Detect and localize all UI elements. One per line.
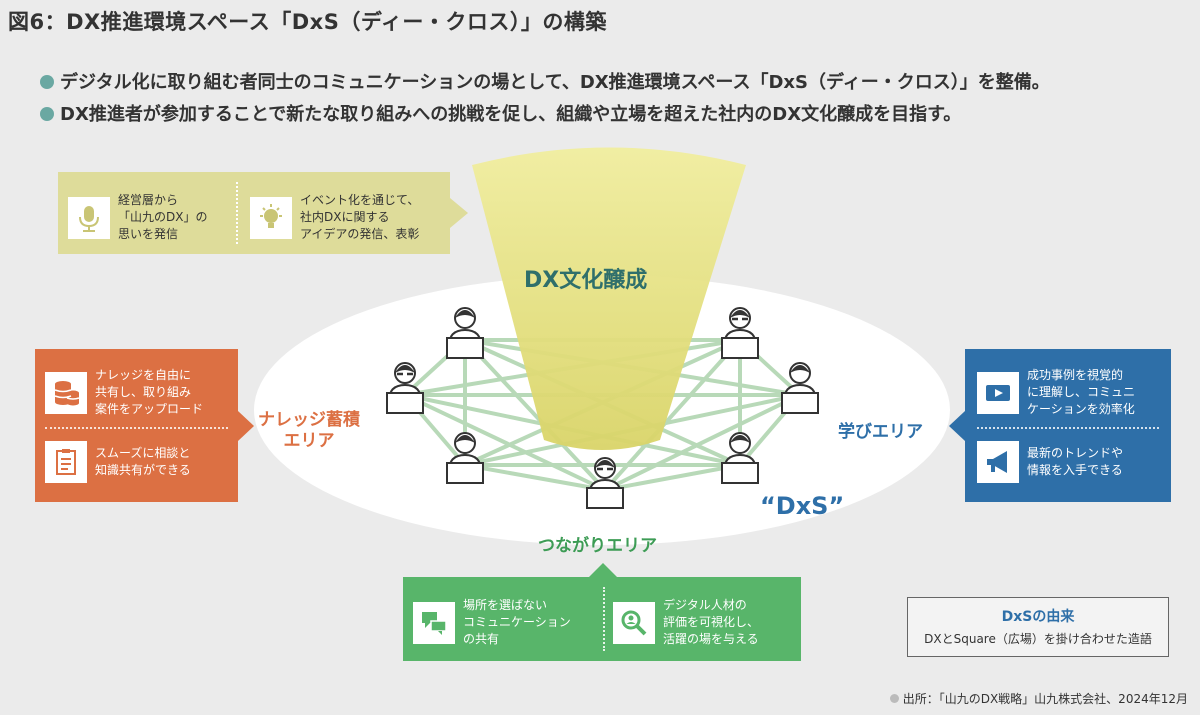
- bottom-panel-item-2: デジタル人材の 評価を可視化し、 活躍の場を与える: [613, 597, 759, 648]
- bottom-panel-text-1: 場所を選ばない コミュニケーション の共有: [463, 598, 571, 646]
- network-line: [464, 463, 606, 492]
- person-icon: [446, 307, 484, 359]
- bullet-dot: [40, 75, 54, 89]
- bullet-dot: [40, 107, 54, 121]
- left-panel-text-2: スムーズに相談と 知識共有ができる: [95, 446, 191, 477]
- left-panel-item-1: ナレッジを自由に 共有し、取り組み 案件をアップロード: [45, 367, 203, 418]
- bottom-panel: 場所を選ばない コミュニケーション の共有 デジタル人材の 評価を可視化し、 活…: [403, 563, 801, 661]
- top-panel-divider: [236, 182, 238, 244]
- right-panel-text-2: 最新のトレンドや 情報を入手できる: [1027, 446, 1124, 477]
- source-note: 出所：「山九のDX戦略」山九株式会社、2024年12月: [889, 690, 1188, 707]
- bullet-text-2: DX推進者が参加することで新たな取り組みへの挑戦を促し、組織や立場を超えた社内の…: [60, 104, 962, 125]
- network-line: [404, 393, 606, 492]
- bottom-panel-divider: [603, 587, 605, 651]
- top-panel-text-1: 経営層から 「山九のDX」の 思いを発信: [118, 193, 208, 241]
- network-line: [603, 338, 742, 492]
- right-panel-item-1: 成功事例を視覚的 に理解し、コミュニ ケーションを効率化: [977, 367, 1135, 418]
- top-panel-item-2: イベント化を通じて、 社内DXに関する アイデアの発信、表彰: [250, 192, 419, 243]
- right-panel: 成功事例を視覚的 に理解し、コミュニ ケーションを効率化 最新のトレンドや 情報…: [949, 349, 1171, 502]
- person-icon: [721, 432, 759, 484]
- person-icon: [446, 432, 484, 484]
- person-icon: [586, 457, 624, 509]
- right-panel-text-1: 成功事例を視覚的 に理解し、コミュニ ケーションを効率化: [1027, 368, 1136, 416]
- knowledge-area-label: ナレッジ蓄積 エリア: [258, 410, 360, 451]
- top-panel-pointer: [450, 198, 468, 228]
- network-line: [604, 393, 801, 492]
- origin-note-box: DxSの由来 DXとSquare（広場）を掛け合わせた造語: [907, 597, 1169, 657]
- left-panel-item-2: スムーズに相談と 知識共有ができる: [45, 441, 191, 483]
- bottom-panel-item-1: 場所を選ばない コミュニケーション の共有: [413, 597, 571, 648]
- megaphone-icon: [977, 441, 1019, 483]
- bullet-item-1: デジタル化に取り組む者同士のコミュニケーションの場として、DX推進環境スペース「…: [40, 68, 1050, 94]
- chat-bubbles-icon: [413, 601, 455, 644]
- person-icon: [721, 307, 759, 359]
- learning-area-label: 学びエリア: [838, 422, 923, 442]
- left-panel: ナレッジを自由に 共有し、取り組み 案件をアップロード スムーズに相談と 知識共…: [35, 349, 254, 502]
- culture-label: DX文化醸成: [524, 268, 648, 293]
- right-panel-item-2: 最新のトレンドや 情報を入手できる: [977, 441, 1123, 483]
- dxs-name-label: “DxS”: [760, 492, 845, 520]
- person-icon: [386, 362, 424, 414]
- clipboard-icon: [45, 441, 87, 483]
- bullet-text-1: デジタル化に取り組む者同士のコミュニケーションの場として、DX推進環境スペース「…: [60, 72, 1050, 93]
- lightbulb-icon: [250, 196, 292, 239]
- people-group: [386, 307, 819, 509]
- origin-body: DXとSquare（広場）を掛け合わせた造語: [924, 632, 1152, 646]
- origin-heading: DxSの由来: [1001, 609, 1075, 625]
- culture-cone: [472, 147, 746, 450]
- video-play-icon: [977, 371, 1019, 414]
- left-panel-divider: [45, 427, 228, 429]
- top-panel: 経営層から 「山九のDX」の 思いを発信 イベント化を通じて、 社内DXに関する…: [58, 172, 468, 254]
- magnifier-icon: [613, 601, 655, 644]
- right-panel-pointer: [949, 411, 965, 441]
- left-panel-pointer: [238, 411, 254, 441]
- top-panel-text-2: イベント化を通じて、 社内DXに関する アイデアの発信、表彰: [300, 193, 420, 241]
- connect-area-label: つながりエリア: [538, 536, 657, 556]
- microphone-icon: [68, 196, 110, 239]
- top-panel-item-1: 経営層から 「山九のDX」の 思いを発信: [68, 192, 207, 243]
- source-text: 出所：「山九のDX戦略」山九株式会社、2024年12月: [902, 692, 1188, 706]
- network-line: [604, 463, 741, 492]
- left-panel-text-1: ナレッジを自由に 共有し、取り組み 案件をアップロード: [95, 368, 204, 416]
- figure-title: 図6：DX推進環境スペース「DxS（ディー・クロス）」の構築: [8, 10, 607, 34]
- bullet-item-2: DX推進者が参加することで新たな取り組みへの挑戦を促し、組織や立場を超えた社内の…: [40, 100, 961, 126]
- database-icon: [45, 371, 87, 414]
- bottom-panel-pointer: [589, 563, 617, 577]
- source-dot: [889, 694, 899, 703]
- right-panel-divider: [977, 427, 1159, 429]
- bottom-panel-text-2: デジタル人材の 評価を可視化し、 活躍の場を与える: [663, 598, 760, 646]
- person-icon: [781, 362, 819, 414]
